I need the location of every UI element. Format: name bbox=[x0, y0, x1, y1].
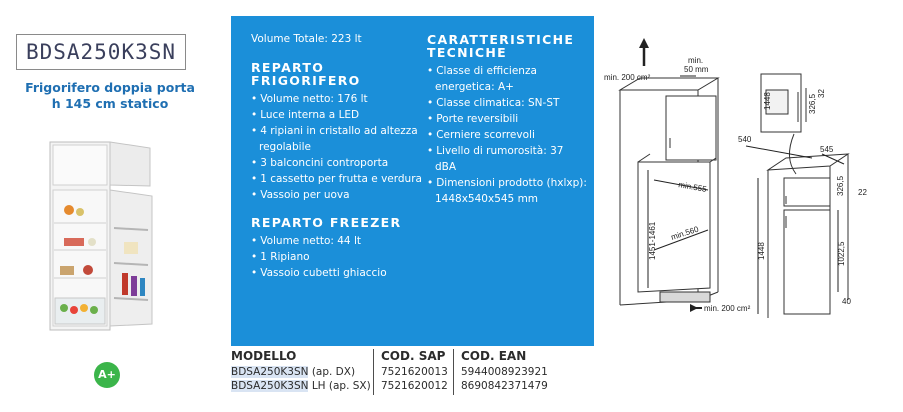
energy-class-badge: A+ bbox=[94, 362, 120, 388]
row-sap: 7521620013 bbox=[381, 366, 448, 378]
tech-specs-title-1: CARATTERISTICHE bbox=[427, 32, 575, 47]
dim-3265-small: 326,5 bbox=[808, 93, 817, 114]
list-item: Porte reversibili bbox=[427, 111, 587, 127]
row-sap: 7521620012 bbox=[381, 380, 448, 392]
tech-specs-list: Classe di efficienza energetica: A+ Clas… bbox=[427, 63, 587, 207]
list-item: 1 Ripiano bbox=[251, 249, 431, 265]
list-item: Livello di rumorosità: 37 dBA bbox=[427, 143, 587, 175]
list-item: Classe climatica: SN-ST bbox=[427, 95, 587, 111]
row-variant: LH (ap. SX) bbox=[311, 380, 371, 392]
tech-specs-title-2: TECNICHE bbox=[427, 45, 507, 60]
row-ean: 5944008923921 bbox=[461, 366, 548, 378]
dim-1448: 1448 bbox=[757, 242, 766, 260]
dim-32: 32 bbox=[817, 89, 826, 98]
table-row: BDSA250K3SN LH (ap. SX) bbox=[231, 380, 371, 393]
fridge-photo bbox=[49, 141, 153, 331]
dim-545: 545 bbox=[820, 145, 834, 154]
table-row: BDSA250K3SN (ap. DX) bbox=[231, 366, 355, 379]
column-header-sap: COD. SAP bbox=[381, 349, 446, 363]
hinge-detail bbox=[760, 73, 807, 133]
list-item: Vassoio per uova bbox=[251, 187, 431, 203]
list-item: Vassoio cubetti ghiaccio bbox=[251, 265, 431, 281]
column-divider bbox=[453, 349, 454, 395]
list-item: Cerniere scorrevoli bbox=[427, 127, 587, 143]
model-code-box: BDSA250K3SN bbox=[16, 34, 186, 70]
dim-540: 540 bbox=[738, 135, 752, 144]
row-ean: 8690842371479 bbox=[461, 380, 548, 392]
list-item: 4 ripiani in cristallo ad altezza regola… bbox=[251, 123, 431, 155]
row-model: BDSA250K3SN bbox=[231, 366, 309, 378]
dim-40: 40 bbox=[842, 297, 851, 306]
installation-drawing: min. 200 cm² min. 50 mm min.555 min.560 … bbox=[604, 38, 867, 318]
features-panel: Volume Totale: 223 lt REPARTO FRIGORIFER… bbox=[231, 16, 594, 346]
total-volume: Volume Totale: 223 lt bbox=[251, 33, 362, 45]
fridge-section-title-1: REPARTO bbox=[251, 60, 325, 75]
row-model: BDSA250K3SN bbox=[231, 380, 309, 392]
list-item: Volume netto: 44 lt bbox=[251, 233, 431, 249]
list-item: Luce interna a LED bbox=[251, 107, 431, 123]
freezer-section: REPARTO FREEZER Volume netto: 44 lt 1 Ri… bbox=[251, 216, 431, 281]
product-subtitle: Frigorifero doppia porta h 145 cm static… bbox=[10, 80, 210, 112]
freezer-feature-list: Volume netto: 44 lt 1 Ripiano Vassoio cu… bbox=[251, 233, 431, 281]
list-item: Classe di efficienza energetica: A+ bbox=[427, 63, 587, 95]
freezer-section-title: REPARTO FREEZER bbox=[251, 215, 402, 230]
column-header-model: MODELLO bbox=[231, 349, 297, 363]
column-header-ean: COD. EAN bbox=[461, 349, 527, 363]
subtitle-line-2: h 145 cm statico bbox=[51, 96, 169, 111]
arrow-up-icon bbox=[639, 38, 649, 48]
fridge-outline bbox=[766, 153, 850, 318]
fridge-section-title-2: FRIGORIFERO bbox=[251, 73, 361, 88]
column-divider bbox=[373, 349, 374, 395]
cabinet-outline bbox=[618, 77, 720, 306]
dim-min-50-value: 50 mm bbox=[684, 65, 709, 74]
fridge-section: REPARTO FRIGORIFERO Volume netto: 176 lt… bbox=[251, 61, 431, 203]
list-item: Dimensioni prodotto (hxlxp): 1448x540x54… bbox=[427, 175, 587, 207]
fridge-feature-list: Volume netto: 176 lt Luce interna a LED … bbox=[251, 91, 431, 203]
dim-min-200-top: min. 200 cm² bbox=[604, 73, 651, 82]
dim-22: 22 bbox=[858, 188, 867, 197]
dim-min-50-label: min. bbox=[688, 56, 703, 65]
list-item: 1 cassetto per frutta e verdura bbox=[251, 171, 431, 187]
dim-10225: 1022,5 bbox=[837, 241, 846, 266]
product-code-table: MODELLO COD. SAP COD. EAN BDSA250K3SN (a… bbox=[231, 349, 561, 397]
dim-1448-small: 1448 bbox=[763, 92, 772, 110]
list-item: 3 balconcini controporta bbox=[251, 155, 431, 171]
tech-specs-section: CARATTERISTICHE TECNICHE Classe di effic… bbox=[427, 33, 587, 207]
dim-height-range: 1451-1461 bbox=[648, 221, 657, 260]
dim-min-200-bottom: min. 200 cm² bbox=[704, 304, 751, 313]
list-item: Volume netto: 176 lt bbox=[251, 91, 431, 107]
row-variant: (ap. DX) bbox=[311, 366, 356, 378]
dim-3265: 326,5 bbox=[836, 175, 845, 196]
subtitle-line-1: Frigorifero doppia porta bbox=[25, 80, 195, 95]
